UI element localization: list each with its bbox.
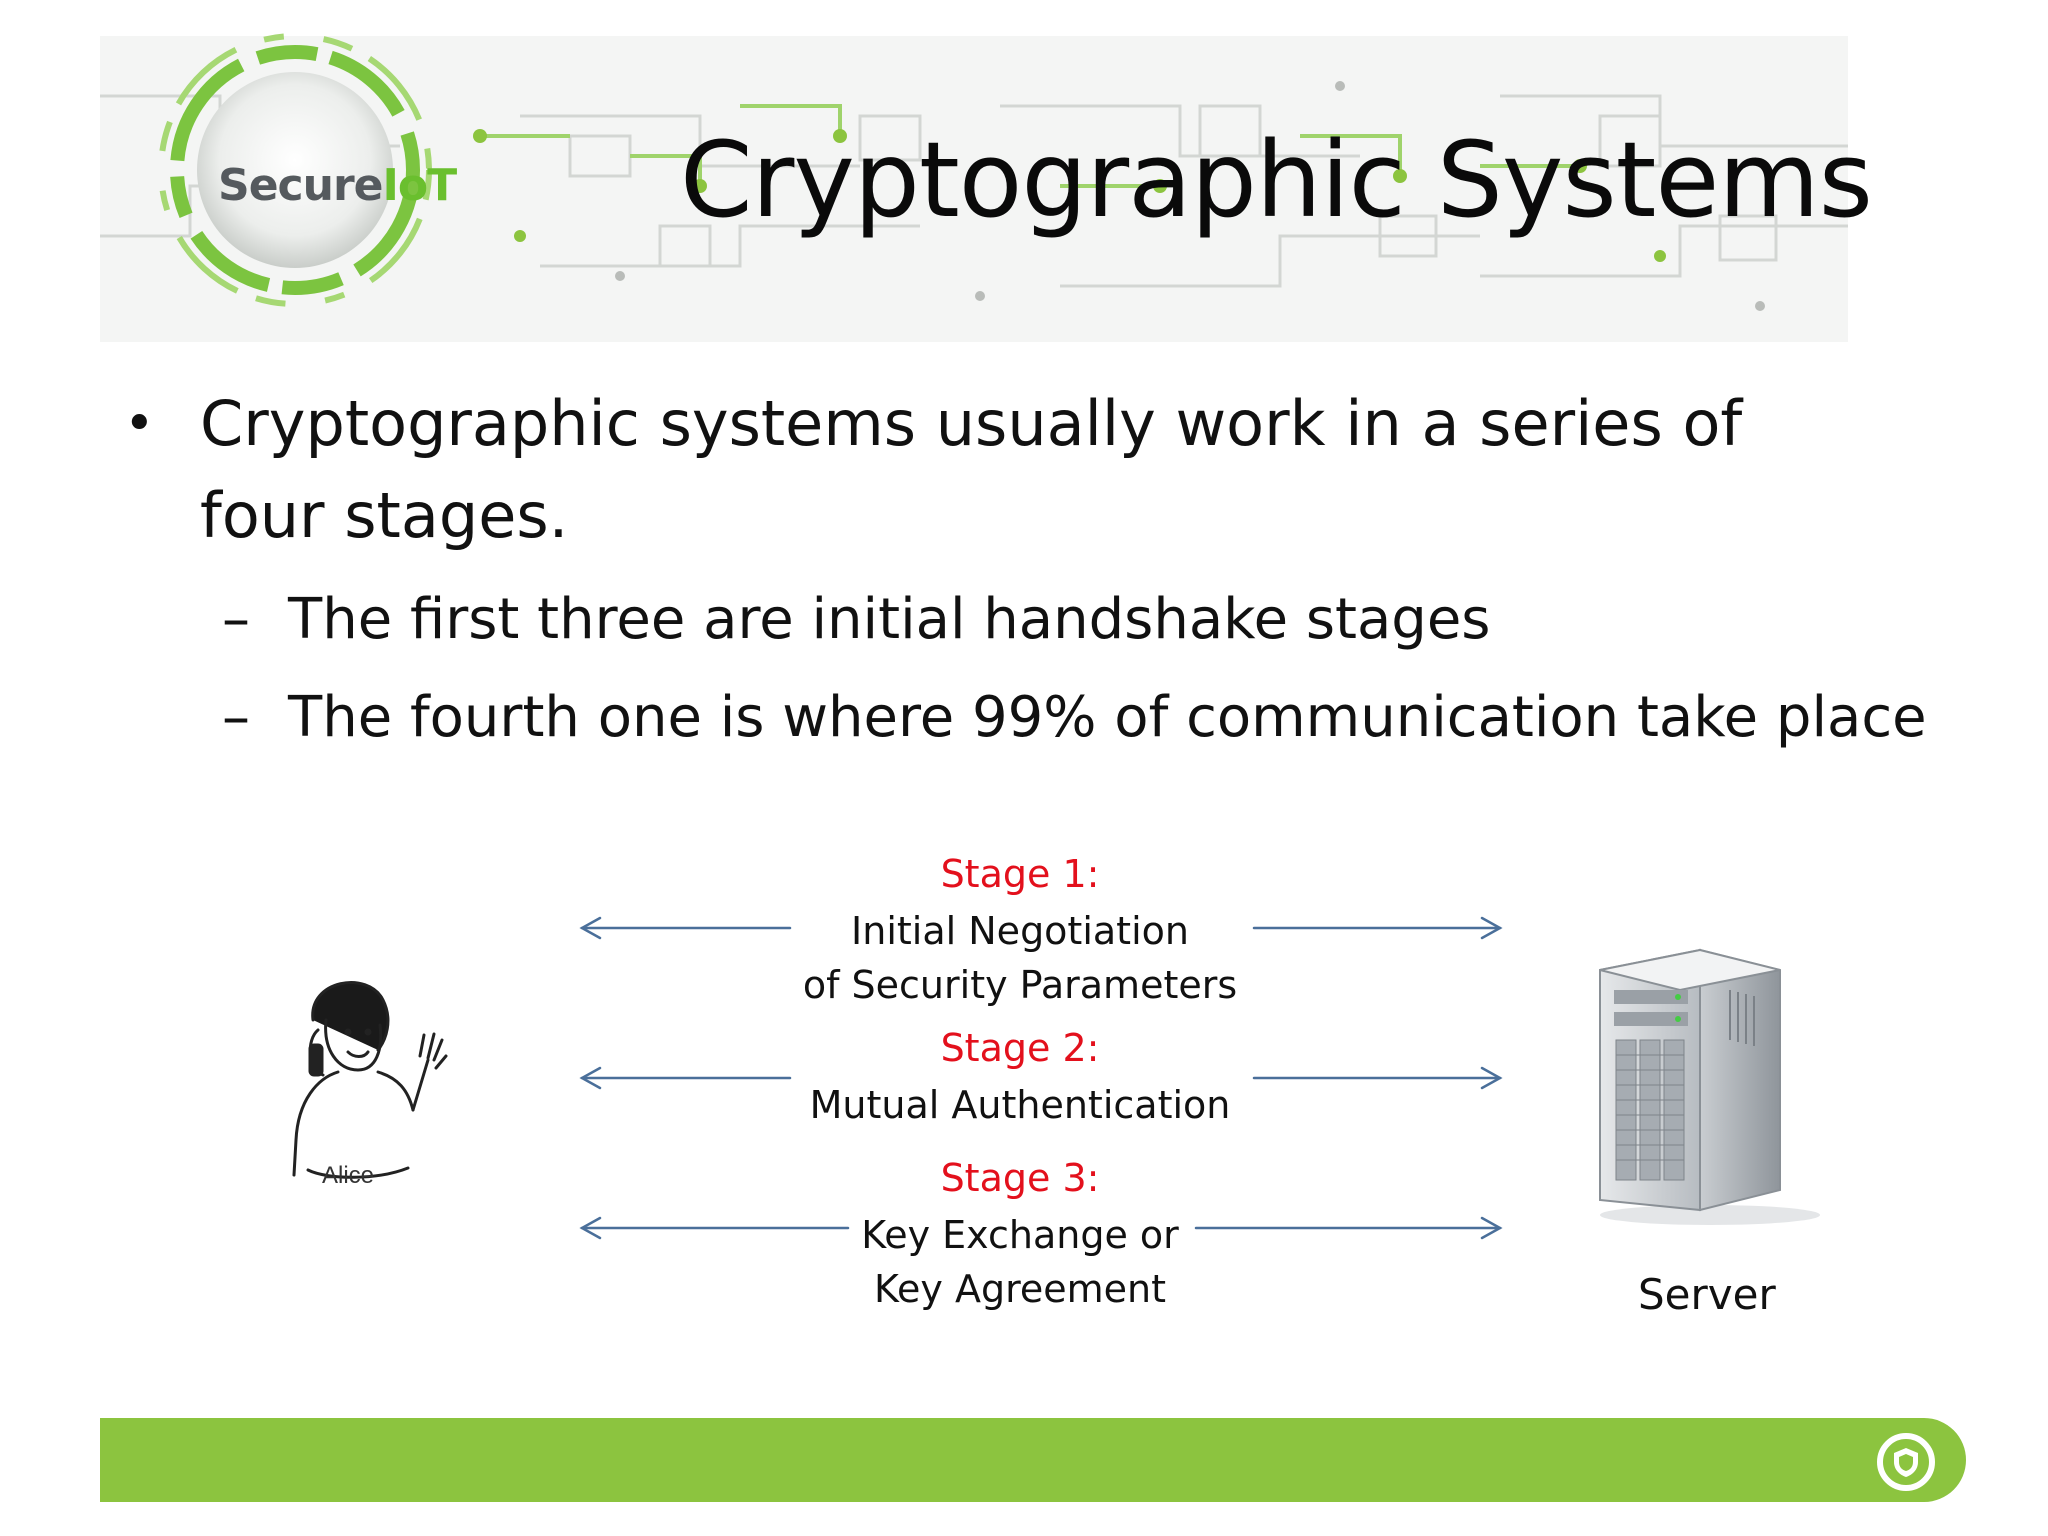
stage-2-title: Stage 2: [940, 1026, 1100, 1070]
stage-2-description: Mutual Authentication [740, 1078, 1300, 1132]
stage-1-description: Initial Negotiation of Security Paramete… [740, 904, 1300, 1012]
stage-3-line-1: Key Exchange or [861, 1213, 1179, 1257]
stage-1-line-2: of Security Parameters [802, 963, 1238, 1007]
server-icon [1599, 948, 1820, 1225]
sub-bullet-dash: – [222, 685, 250, 750]
sub-bullet-text: The fourth one is where 99% of communica… [288, 685, 1927, 750]
bullet-main-text: Cryptographic systems usually work in a … [200, 387, 1743, 552]
sub-bullet-dash: – [222, 587, 250, 652]
footer-bar [100, 1418, 1966, 1502]
alice-figure [292, 981, 448, 1179]
circuit-background-graphic [100, 81, 1848, 311]
stage-3-line-2: Key Agreement [873, 1267, 1166, 1311]
secureiot-logo [158, 33, 432, 307]
shield-icon [1877, 1433, 1935, 1491]
stage-1-line-1: Initial Negotiation [851, 909, 1189, 953]
logo-text: SecureIoT [218, 160, 457, 211]
server-label: Server [1638, 1270, 1776, 1319]
sub-bullet-text: The first three are initial handshake st… [288, 587, 1491, 652]
stage-1-title: Stage 1: [940, 852, 1100, 896]
header-banner [100, 36, 1848, 342]
stage-3-description: Key Exchange or Key Agreement [740, 1208, 1300, 1316]
stage-3-title: Stage 3: [940, 1156, 1100, 1200]
bullet-dot: • [124, 394, 155, 454]
slide-title: Cryptographic Systems [680, 119, 1873, 241]
stage-2-line-1: Mutual Authentication [809, 1083, 1231, 1127]
logo-text-accent: IoT [382, 160, 457, 211]
alice-label: Alice [322, 1162, 375, 1189]
stage-arrows [579, 916, 1503, 1240]
